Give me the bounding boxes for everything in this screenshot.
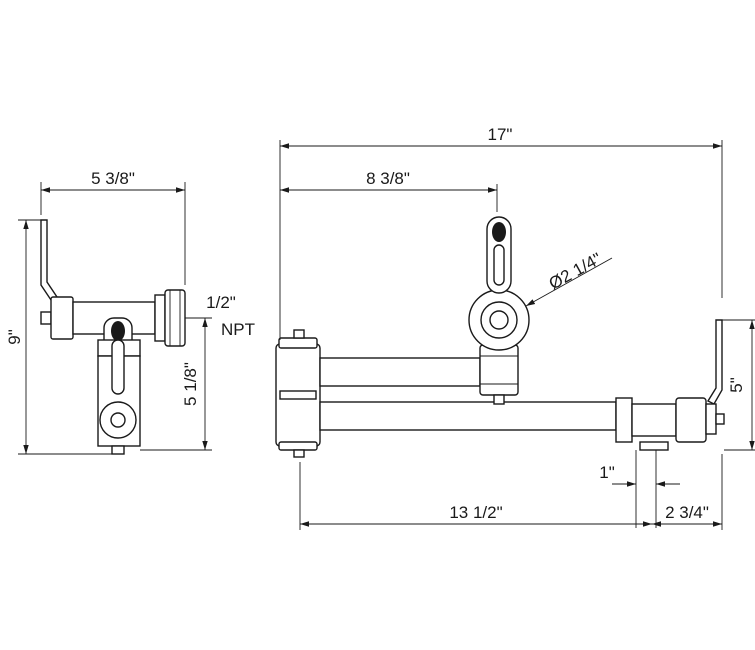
top-view: 17" 8 3/8" Ø2 1/4" 5" 1" 13 1/2" 2 3/4" (275, 125, 755, 530)
top-spout-width-label: 1" (599, 463, 615, 482)
side-lever-knob (111, 321, 125, 341)
side-inlet-height-label: 5 1/8" (181, 362, 200, 406)
side-height-label: 9" (5, 329, 24, 345)
top-wall-pipe (631, 403, 677, 437)
top-wall-screw (715, 413, 725, 425)
side-body-left (50, 296, 74, 340)
side-inlet-fitting (164, 289, 186, 347)
top-overall-length-label: 17" (488, 125, 513, 144)
top-outlet-stub (639, 441, 669, 451)
top-wall-fitting (675, 397, 707, 443)
side-collar-1 (154, 294, 166, 342)
top-wall-plate (707, 319, 723, 405)
side-valve-center (110, 412, 126, 428)
side-inlet-type-label: NPT (221, 320, 255, 339)
top-handle-center (489, 310, 509, 330)
top-mount-depth-label: 2 3/4" (665, 503, 709, 522)
top-wall-plate-foot (705, 403, 717, 435)
side-bottom-nut (111, 445, 125, 455)
top-valve-offset-label: 8 3/8" (366, 169, 410, 188)
side-inlet-size-label: 1/2" (206, 293, 236, 312)
side-view: 5 3/8" 9" 1/2" NPT 5 1/8" (5, 169, 255, 455)
top-hub-screw (293, 329, 305, 339)
top-hub-bottom-screw (293, 449, 305, 458)
side-mount-screw (40, 311, 52, 325)
top-collar-a (615, 397, 633, 443)
top-handle-diameter-label: Ø2 1/4" (546, 249, 605, 293)
top-valve-body (479, 344, 519, 396)
side-wall-plate (40, 219, 59, 301)
top-height-label: 5" (727, 377, 746, 393)
side-width-label: 5 3/8" (91, 169, 135, 188)
top-handle-knob (492, 222, 506, 242)
top-handle-slot (493, 244, 505, 286)
side-lever-arm (111, 339, 125, 395)
top-upper-arm (319, 357, 481, 387)
top-hub-ring (279, 390, 317, 400)
top-valve-screw (493, 394, 505, 405)
top-lower-arm (319, 401, 617, 431)
top-hub-cap-top (278, 337, 318, 349)
top-hub-cap-bottom (278, 441, 318, 451)
top-arm-reach-label: 13 1/2" (449, 503, 502, 522)
